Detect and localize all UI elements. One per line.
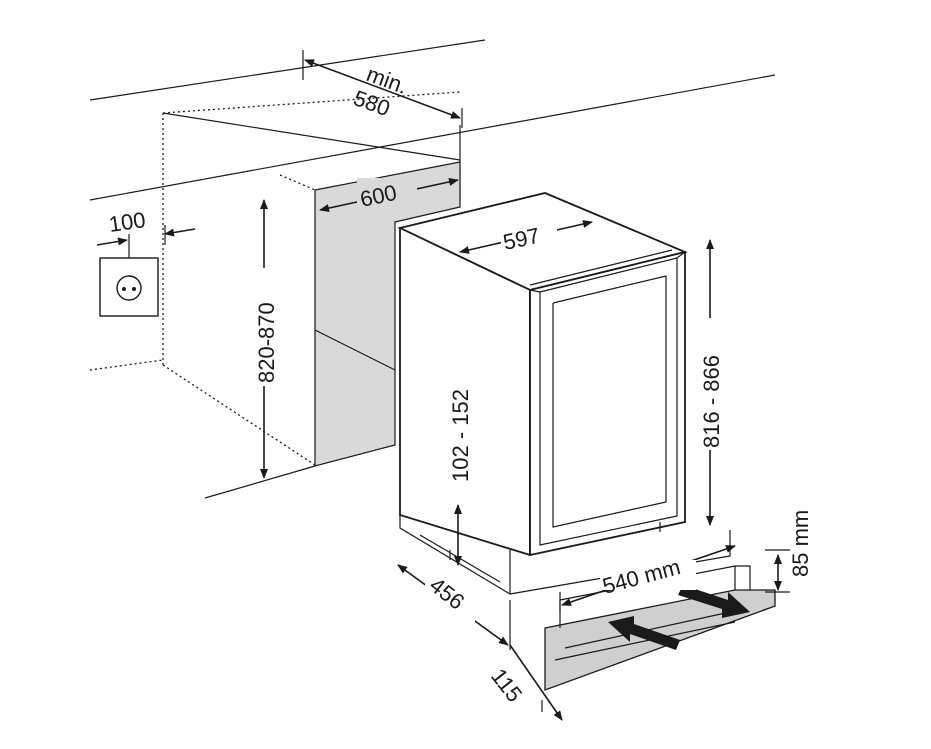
dimension-580: min. 580	[302, 50, 463, 128]
label-115: 115	[486, 664, 527, 707]
niche-back-wall	[314, 161, 461, 467]
socket-icon	[99, 257, 159, 317]
label-820-870: 820-870	[254, 302, 279, 383]
niche-dotted-outline	[89, 91, 461, 466]
dimension-102-152: 102 - 152	[443, 362, 473, 566]
dimension-816-866: 816 - 866	[695, 239, 725, 526]
label-816-866: 816 - 866	[699, 355, 724, 448]
dimension-100: 100	[96, 207, 196, 246]
wine-cooler	[397, 192, 688, 557]
dimension-456: 456	[397, 564, 511, 650]
label-85mm: 85 mm	[788, 510, 813, 577]
dimension-820-870: 820-870	[249, 199, 279, 479]
dimension-85mm: 85 mm	[765, 510, 813, 593]
label-100: 100	[107, 207, 147, 237]
label-102-152: 102 - 152	[448, 389, 473, 482]
